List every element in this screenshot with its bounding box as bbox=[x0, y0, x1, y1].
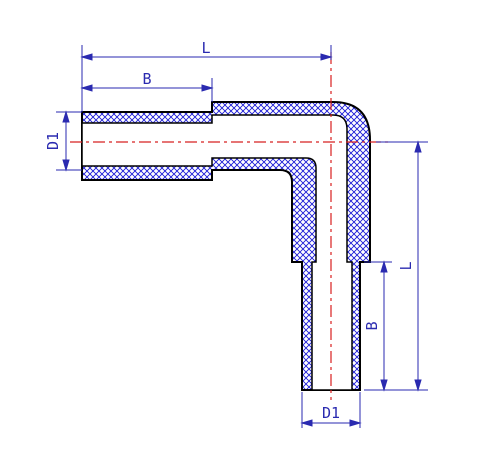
top-socket-dimension bbox=[80, 78, 214, 102]
right-overall-dimension bbox=[364, 140, 428, 392]
top-overall-label: L bbox=[201, 39, 210, 57]
right-socket-dimension bbox=[364, 260, 392, 392]
right-overall-label: L bbox=[397, 261, 415, 270]
bottom-diameter-dimension bbox=[300, 392, 362, 428]
right-socket-label: B bbox=[363, 321, 381, 330]
left-diameter-label: D1 bbox=[44, 132, 62, 150]
left-diameter-dimension bbox=[56, 110, 82, 172]
top-socket-label: B bbox=[142, 70, 151, 88]
top-overall-dimension bbox=[80, 45, 333, 112]
bottom-diameter-label: D1 bbox=[322, 404, 340, 422]
